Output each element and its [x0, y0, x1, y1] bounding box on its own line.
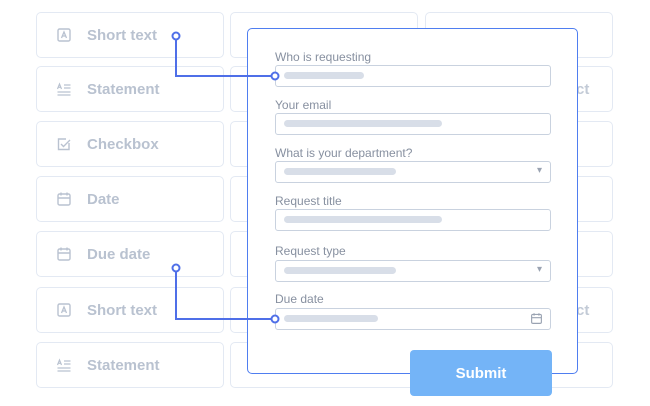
- palette-tile-label: Short text: [87, 301, 158, 319]
- palette-tile-short-text[interactable]: Short text: [36, 287, 224, 333]
- palette-tile-label: Checkbox: [87, 135, 159, 153]
- your-email-input[interactable]: [275, 113, 551, 135]
- request-form: Who is requesting Your email What is you…: [247, 28, 578, 374]
- palette-tile-due-date[interactable]: Due date: [36, 231, 224, 277]
- due-date-input[interactable]: [275, 308, 551, 330]
- request-title-input[interactable]: [275, 209, 551, 231]
- department-select[interactable]: ▾: [275, 161, 551, 183]
- calendar-icon[interactable]: [530, 312, 543, 325]
- checkbox-icon: [55, 135, 73, 153]
- placeholder-bar: [284, 120, 442, 127]
- palette-tile-label: Short text: [87, 26, 158, 44]
- who-is-requesting-input[interactable]: [275, 65, 551, 87]
- field-label-request-title: Request title: [275, 194, 342, 208]
- letter-a-icon: [55, 301, 73, 319]
- palette-tile-date[interactable]: Date: [36, 176, 224, 222]
- palette-tile-label: Date: [87, 190, 120, 208]
- field-label-department: What is your department?: [275, 146, 413, 160]
- placeholder-bar: [284, 315, 378, 322]
- palette-tile-label: Statement: [87, 356, 160, 374]
- placeholder-bar: [284, 216, 442, 223]
- field-label-request-type: Request type: [275, 244, 346, 258]
- palette-tile-label: Statement: [87, 80, 160, 98]
- field-label-who-is-requesting: Who is requesting: [275, 50, 372, 64]
- field-label-your-email: Your email: [275, 98, 332, 112]
- placeholder-bar: [284, 72, 364, 79]
- palette-tile-statement[interactable]: Statement: [36, 342, 224, 388]
- calendar-icon: [55, 245, 73, 263]
- palette-tile-statement[interactable]: Statement: [36, 66, 224, 112]
- calendar-icon: [55, 190, 73, 208]
- chevron-down-icon: ▾: [536, 264, 542, 275]
- request-type-select[interactable]: ▾: [275, 260, 551, 282]
- placeholder-bar: [284, 168, 396, 175]
- statement-icon: [55, 356, 73, 374]
- placeholder-bar: [284, 267, 396, 274]
- submit-button[interactable]: Submit: [410, 350, 552, 396]
- statement-icon: [55, 80, 73, 98]
- chevron-down-icon: ▾: [536, 165, 542, 176]
- palette-tile-label: Due date: [87, 245, 151, 263]
- background-tile-label: ct: [576, 302, 590, 319]
- palette-tile-checkbox[interactable]: Checkbox: [36, 121, 224, 167]
- palette-tile-short-text[interactable]: Short text: [36, 12, 224, 58]
- background-tile-label: ct: [576, 81, 590, 98]
- letter-a-icon: [55, 26, 73, 44]
- field-label-due-date: Due date: [275, 292, 324, 306]
